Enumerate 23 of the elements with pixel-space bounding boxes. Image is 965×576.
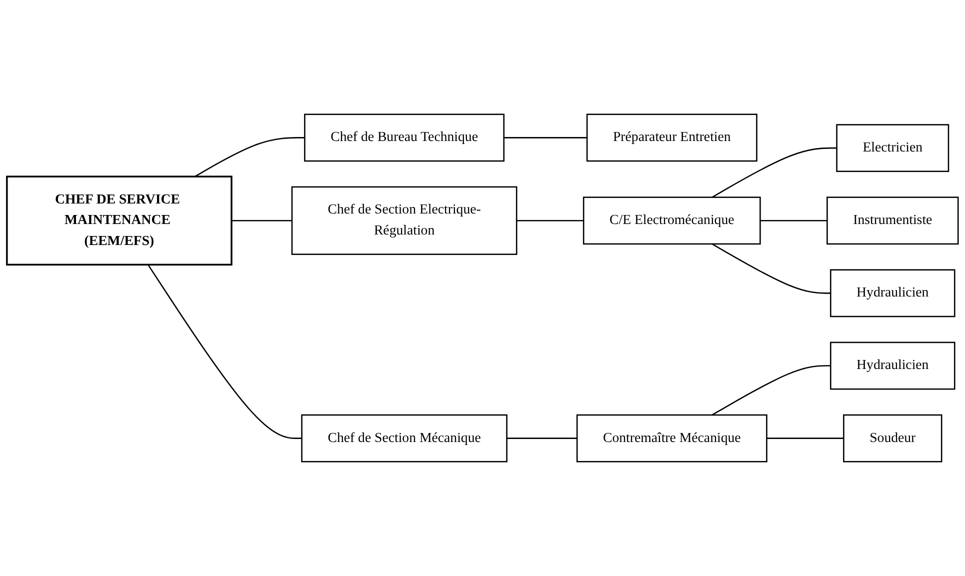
- node-box: Soudeur: [843, 414, 942, 462]
- node-box: Contremaître Mécanique: [576, 414, 768, 462]
- connector: [712, 365, 831, 416]
- connector: [760, 220, 828, 222]
- node-box: Instrumentiste: [826, 196, 959, 245]
- node-box: Electricien: [836, 124, 950, 172]
- connector: [712, 243, 831, 294]
- node-box: CHEF DE SERVICE MAINTENANCE (EEM/EFS): [6, 176, 232, 266]
- connector: [148, 264, 302, 439]
- connector: [712, 147, 837, 198]
- connector: [516, 220, 584, 222]
- node-box: Préparateur Entretien: [586, 114, 758, 162]
- node-box: Chef de Section Mécanique: [301, 414, 508, 462]
- connector: [766, 438, 844, 439]
- node-box: C/E Electromécanique: [582, 196, 761, 245]
- node-box: Hydraulicien: [830, 269, 956, 318]
- connector: [232, 220, 292, 222]
- node-box: Chef de Section Electrique-Régulation: [291, 186, 518, 255]
- connector: [194, 137, 305, 178]
- connector: [506, 438, 578, 439]
- connector: [504, 137, 588, 138]
- node-box: Chef de Bureau Technique: [304, 114, 505, 162]
- node-box: Hydraulicien: [830, 342, 956, 390]
